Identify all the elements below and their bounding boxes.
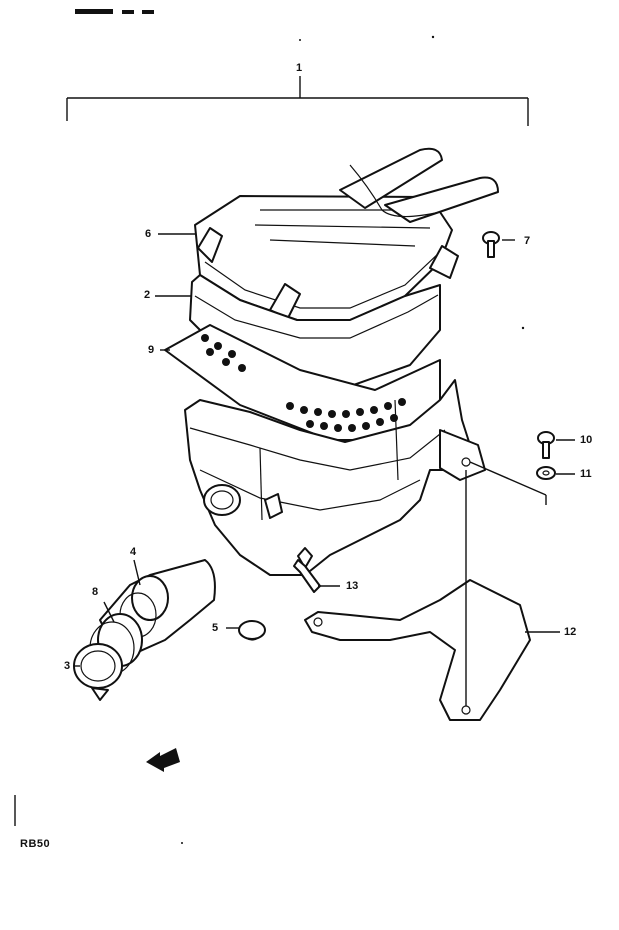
stray-marks — [14, 35, 525, 844]
callout-10: 10 — [580, 434, 593, 446]
callout-11: 11 — [580, 468, 592, 480]
callout-9: 9 — [148, 344, 155, 356]
callout-1: 1 — [296, 62, 303, 74]
arrow-left-icon — [146, 748, 180, 772]
callout-12: 12 — [564, 626, 577, 638]
air-cleaner-cap — [194, 147, 499, 321]
intake-hose — [73, 559, 216, 701]
callout-8: 8 — [92, 586, 99, 598]
callout-5: 5 — [212, 622, 219, 634]
header-marks — [75, 9, 154, 14]
callout-4: 4 — [130, 546, 137, 558]
plug-5 — [238, 620, 266, 641]
assembly-bracket — [66, 76, 529, 126]
clamp-13 — [293, 559, 321, 593]
callout-2: 2 — [144, 289, 151, 301]
callout-3: 3 — [64, 660, 71, 672]
bolt-10 — [537, 431, 555, 459]
bolt-7 — [482, 231, 500, 258]
mounting-bracket — [304, 470, 531, 721]
air-cleaner-case — [184, 379, 486, 576]
bolt-guide-line — [469, 461, 547, 496]
callout-13: 13 — [346, 580, 359, 592]
callout-6: 6 — [145, 228, 152, 240]
leader-lines — [74, 233, 575, 667]
washer-11 — [536, 466, 556, 480]
model-code: RB50 — [20, 838, 51, 850]
callout-7: 7 — [524, 235, 531, 247]
